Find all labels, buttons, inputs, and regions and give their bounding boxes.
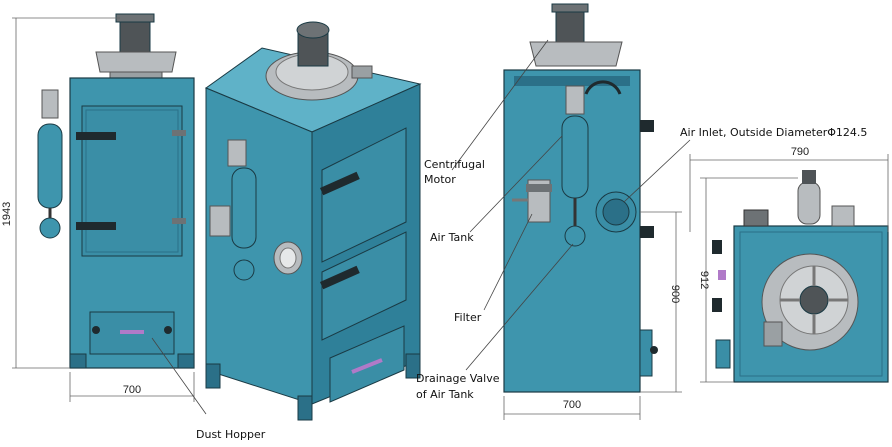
front-door <box>81 105 183 257</box>
drainage-valve-label-1: Drainage Valve <box>416 372 500 385</box>
front-drain-ball <box>39 217 61 239</box>
side-hopper-door <box>639 329 653 377</box>
top-view <box>712 170 889 383</box>
top-depth-dimension: 790 <box>791 146 809 158</box>
top-motor <box>799 285 829 315</box>
centrifugal-motor-label-2: Motor <box>424 173 456 186</box>
side-fan-housing <box>529 41 623 67</box>
side-view <box>503 3 658 393</box>
side-motor <box>555 7 585 43</box>
air-inlet-label: Air Inlet, Outside DiameterΦ124.5 <box>680 126 867 139</box>
front-dimension-lines <box>12 17 195 402</box>
drainage-valve-label-2: of Air Tank <box>416 388 474 401</box>
front-width-dimension: 700 <box>123 384 141 396</box>
side-drain-ball <box>564 225 586 247</box>
iso-air-tank <box>231 167 257 249</box>
dust-hopper-label: Dust Hopper <box>196 428 266 441</box>
callout-leaders <box>451 39 691 371</box>
top-air-tank <box>797 181 821 225</box>
centrifugal-motor-label-1: Centrifugal <box>424 158 485 171</box>
isometric-view <box>204 21 422 421</box>
top-dimension-lines <box>689 154 889 383</box>
front-hinge-bottom <box>76 222 116 230</box>
side-width-dimension: 700 <box>563 399 581 411</box>
air-tank-label: Air Tank <box>430 231 474 244</box>
top-width-dimension: 912 <box>698 271 710 289</box>
front-fan-housing <box>95 51 177 73</box>
front-air-tank <box>37 123 63 209</box>
filter-label: Filter <box>454 311 482 324</box>
iso-door-lower <box>321 231 407 341</box>
side-dimension-lines <box>503 211 682 420</box>
front-hinge-top <box>76 132 116 140</box>
iso-drain-ball <box>233 259 255 281</box>
front-view <box>37 13 195 369</box>
front-height-dimension: 1943 <box>1 202 13 226</box>
side-air-tank <box>561 115 589 199</box>
front-motor <box>119 17 151 55</box>
side-inlet-height-dimension: 900 <box>669 285 681 303</box>
iso-door-upper <box>321 127 407 263</box>
